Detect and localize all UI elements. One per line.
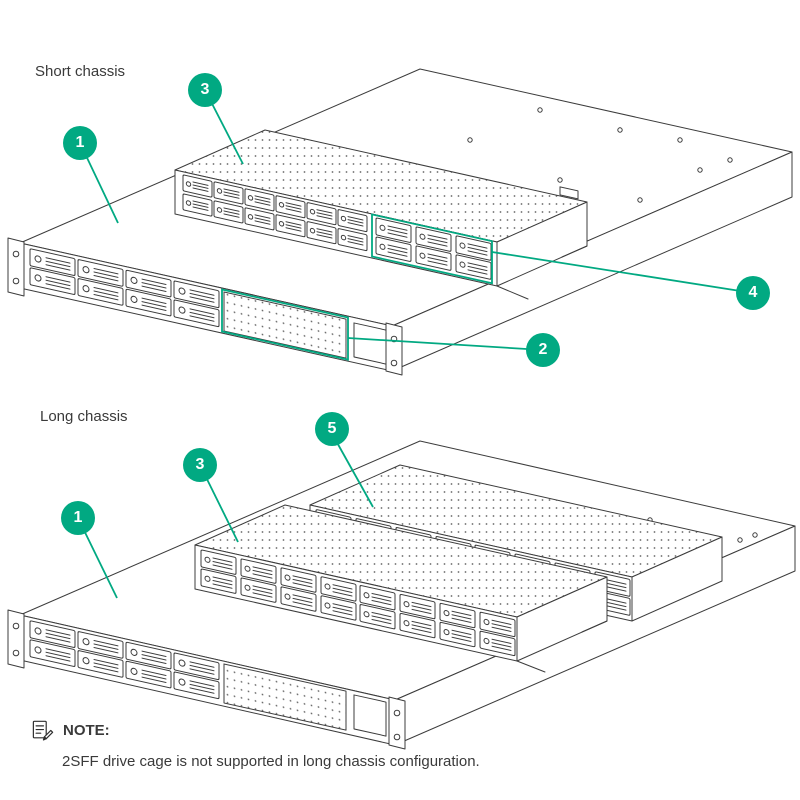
front-right-panel: [353, 322, 387, 365]
left-rack-ear: [7, 237, 25, 297]
callout-badge-short-4: 4: [736, 276, 770, 310]
front-drive-bays: [29, 620, 387, 737]
leader-short-2: [347, 337, 544, 351]
callout-badge-long-5: 5: [315, 412, 349, 446]
callout-region-2sff: [221, 288, 349, 361]
note-label: NOTE:: [63, 721, 110, 739]
left-rack-ear: [7, 609, 25, 669]
callout-badge-short-3: 3: [188, 73, 222, 107]
2sff-blank-mesh: [223, 291, 347, 359]
note-text: 2SFF drive cage is not supported in long…: [62, 753, 480, 770]
front-right-panel: [353, 694, 387, 737]
callout-badge-long-3: 3: [183, 448, 217, 482]
note-icon: [32, 720, 54, 741]
front-drive-bays: [29, 248, 387, 365]
right-rack-ear: [388, 696, 406, 750]
short-chassis-label: Short chassis: [35, 63, 126, 80]
leader-short-4: [491, 251, 754, 294]
long-chassis-label: Long chassis: [40, 408, 128, 425]
right-rack-ear: [385, 322, 403, 376]
callout-badge-long-1: 1: [61, 501, 95, 535]
note: NOTE: 2SFF drive cage is not supported i…: [32, 718, 762, 770]
front-blank-mesh: [223, 663, 347, 731]
callout-badge-short-2: 2: [526, 333, 560, 367]
short-chassis-art: [7, 68, 793, 376]
long-chassis-art: [7, 440, 796, 750]
callout-region-cage-bays: [371, 213, 493, 285]
chassis-top-screws: [467, 107, 733, 248]
callout-badge-short-1: 1: [63, 126, 97, 160]
